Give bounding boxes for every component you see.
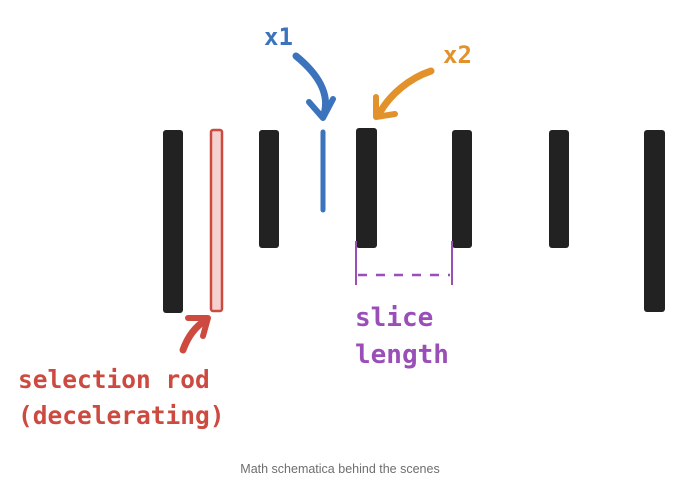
x2-arrow-icon — [375, 67, 435, 118]
slice-length-label-line1: slice — [355, 303, 433, 333]
x1-label: x1 — [264, 23, 293, 51]
selection-arrowhead-icon — [185, 315, 211, 339]
x2-arrowhead-icon — [373, 94, 398, 120]
slice-length-label-line2: length — [355, 340, 449, 370]
schematic-diagram: x1 x2 slice length selection rod (decele… — [18, 23, 665, 430]
selection-rod-label-line1: selection rod — [18, 365, 210, 394]
x1-arrowhead-icon — [306, 96, 336, 121]
rod-3 — [356, 128, 377, 248]
rod-5 — [549, 130, 569, 248]
rod-6 — [644, 130, 665, 312]
x2-label: x2 — [443, 41, 472, 69]
selection-arrow-icon — [179, 316, 210, 354]
rod-1 — [163, 130, 183, 313]
selection-rod-label-line2: (decelerating) — [18, 401, 225, 430]
figure-caption: Math schematica behind the scenes — [240, 462, 440, 476]
rod-2 — [259, 130, 279, 248]
slice-length-bracket — [355, 241, 453, 285]
rod-4 — [452, 130, 472, 248]
selection-rod — [209, 128, 224, 313]
